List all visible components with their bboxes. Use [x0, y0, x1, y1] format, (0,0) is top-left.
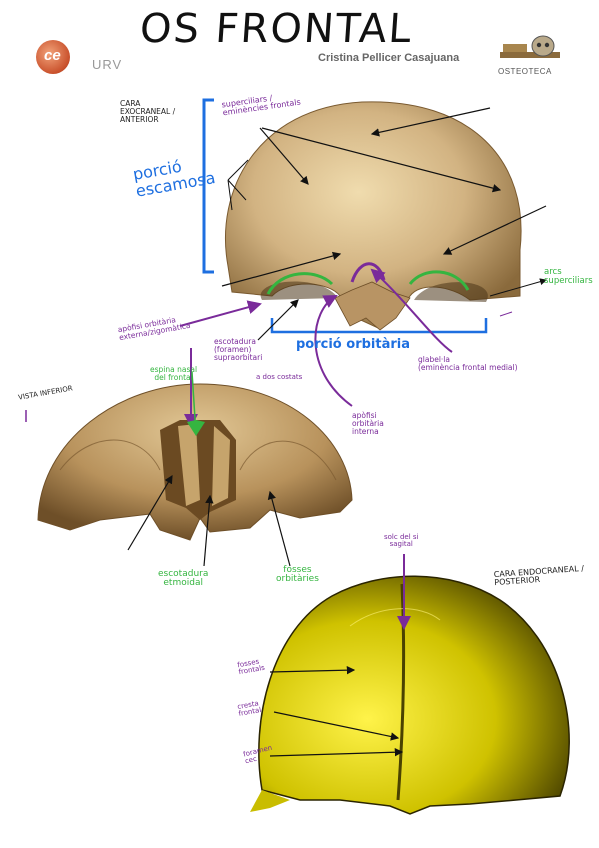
label-superciliary-arcs: arcs superciliars: [544, 267, 593, 286]
logo-text: ce: [44, 47, 61, 64]
frontal-bone-inferior-view: [37, 383, 353, 541]
arrow-internal: [314, 295, 353, 407]
orbital-bracket: [270, 318, 488, 334]
arrow-foramen-caecum: [269, 748, 404, 757]
arrow-orbital-fossae: [267, 490, 291, 567]
arrow-ethmoid: [203, 494, 214, 567]
frontal-bone-anterior-view: [224, 101, 522, 331]
arrow-left: [221, 251, 342, 287]
urv-logo: ce: [36, 40, 70, 74]
label-internal-orbital-process: apòfisi orbitària interna: [352, 411, 384, 436]
squama-bracket: [202, 98, 214, 274]
frontal-bone-endocranial-view: [250, 575, 570, 815]
arrow-ethmoid-left: [127, 474, 173, 551]
arcs-arrow: [489, 278, 547, 297]
arrow-right: [442, 205, 547, 255]
arrow-eminence-left: [259, 127, 309, 185]
label-ethmoid-notch: escotadura etmoidal: [158, 569, 209, 589]
arrow-eminence-right: [261, 127, 502, 193]
label-sagittal-sulcus: solc del si sagital: [384, 533, 419, 549]
author-name: Cristina Pellicer Casajuana: [318, 52, 460, 64]
superciliary-arc-right: [408, 270, 470, 291]
osteoteca-skull-icon: [500, 35, 560, 58]
label-orbital-fossae: fosses orbitàries: [276, 565, 319, 585]
arrow-frontal-crest: [273, 711, 400, 741]
label-nasal-spine: espina nasal del frontal: [150, 365, 198, 382]
arrow-glabella: [370, 268, 453, 353]
label-orbital-part: porció orbitària: [296, 337, 410, 352]
osteoteca-label: OSTEOTECA: [498, 67, 552, 76]
superciliary-arc-left: [266, 272, 334, 295]
label-both-sides: a dos costats: [256, 373, 303, 381]
label-supraorbital-notch: escotadura (foramen) supraorbitari: [214, 337, 263, 362]
label-glabella: glabel·la (eminència frontal medial): [418, 355, 518, 372]
label-exocranial-face: CARA EXOCRANEAL / ANTERIOR: [120, 99, 176, 124]
arrow-notch: [257, 299, 299, 341]
arrow-frontal-fossae: [269, 665, 356, 675]
arrow-zygomatic: [179, 300, 262, 327]
university-name: URV: [92, 57, 123, 72]
arrow-top: [370, 107, 491, 137]
